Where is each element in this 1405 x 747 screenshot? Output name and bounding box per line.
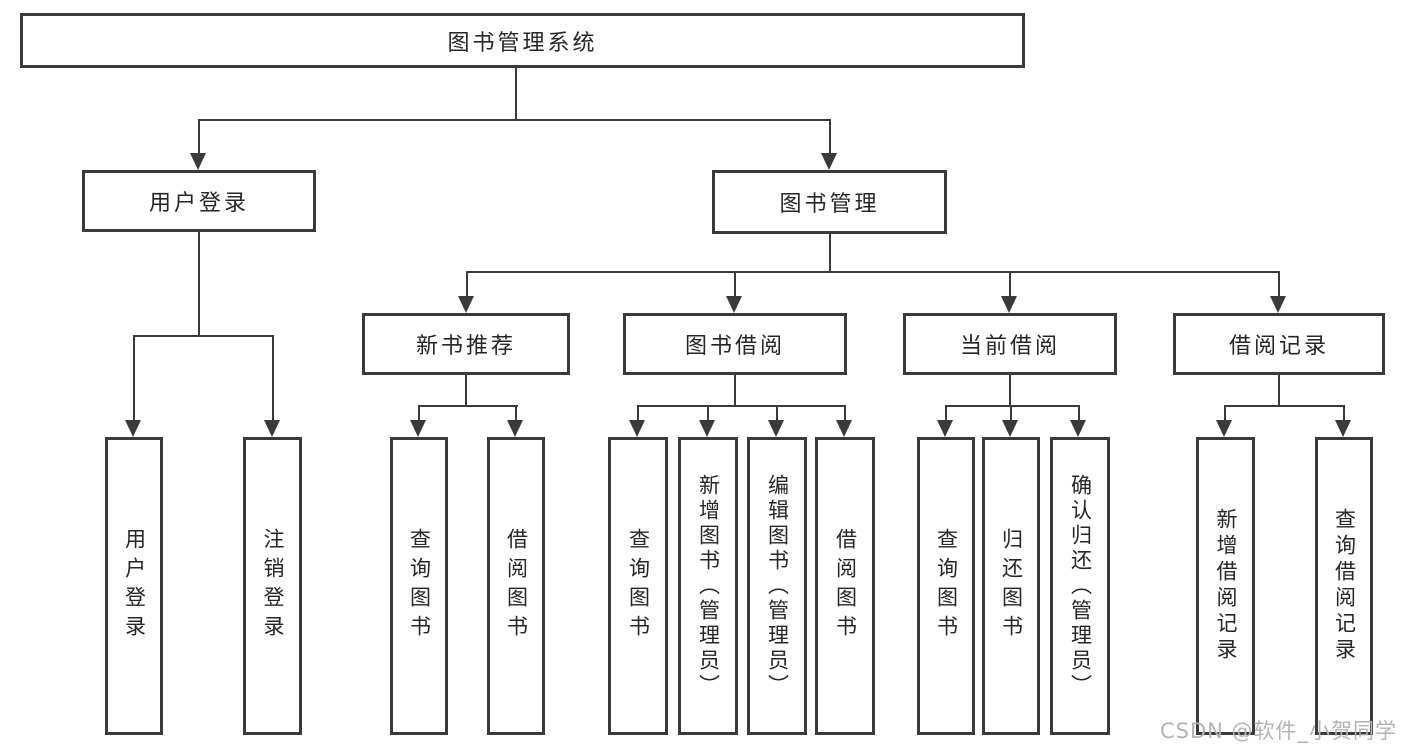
leaf-br-add-record: 新增借阅记录 <box>1196 437 1255 735</box>
connector-line <box>1010 405 1012 422</box>
connector-line <box>734 271 736 298</box>
arrow-down-icon <box>1070 420 1086 437</box>
leaf-bb-add-book-admin: 新增图书（管理员） <box>678 437 738 735</box>
connector-line <box>133 335 135 422</box>
arrow-down-icon <box>629 420 645 437</box>
leaf-nbr-borrow-book: 借阅图书 <box>487 437 545 735</box>
connector-line <box>945 405 947 422</box>
connector-line <box>1078 405 1080 422</box>
arrow-down-icon <box>1270 296 1286 313</box>
connector-line <box>734 375 736 407</box>
connector-line <box>1224 405 1226 422</box>
arrow-down-icon <box>937 420 953 437</box>
connector-line <box>776 405 778 422</box>
connector-line <box>466 271 468 298</box>
arrow-down-icon <box>726 296 742 313</box>
arrow-down-icon <box>768 420 784 437</box>
connector-line <box>198 119 831 121</box>
leaf-nbr-query-book: 查询图书 <box>390 437 448 735</box>
arrow-down-icon <box>1216 420 1232 437</box>
connector-line <box>515 68 517 120</box>
connector-line <box>1224 405 1344 407</box>
connector-line <box>1278 271 1280 298</box>
arrow-down-icon <box>410 420 426 437</box>
node-current-borrow: 当前借阅 <box>903 313 1117 375</box>
connector-line <box>844 405 846 422</box>
node-user-login: 用户登录 <box>82 170 316 232</box>
arrow-down-icon <box>699 420 715 437</box>
connector-line <box>466 271 1280 273</box>
leaf-cb-return-book: 归还图书 <box>982 437 1040 735</box>
leaf-br-query-record: 查询借阅记录 <box>1315 437 1373 735</box>
node-borrow-record: 借阅记录 <box>1173 313 1385 375</box>
arrow-down-icon <box>821 153 837 170</box>
connector-line <box>515 405 517 422</box>
connector-line <box>133 335 274 337</box>
connector-line <box>272 335 274 422</box>
connector-line <box>1343 405 1345 422</box>
connector-line <box>418 405 518 407</box>
arrow-down-icon <box>190 153 206 170</box>
connector-line <box>418 405 420 422</box>
connector-line <box>829 234 831 273</box>
leaf-logout: 注销登录 <box>243 437 302 735</box>
node-new-book-recommend: 新书推荐 <box>362 313 570 375</box>
connector-line <box>829 119 831 155</box>
arrow-down-icon <box>1335 420 1351 437</box>
connector-line <box>1009 271 1011 298</box>
connector-line <box>465 375 467 407</box>
arrow-down-icon <box>1001 296 1017 313</box>
connector-line <box>198 232 200 336</box>
connector-line <box>945 405 1080 407</box>
connector-line <box>637 405 639 422</box>
leaf-cb-query-book: 查询图书 <box>917 437 975 735</box>
arrow-down-icon <box>125 420 141 437</box>
node-book-borrow: 图书借阅 <box>623 313 847 375</box>
node-root: 图书管理系统 <box>20 13 1025 68</box>
leaf-cb-confirm-return-admin: 确认归还（管理员） <box>1050 437 1110 735</box>
connector-line <box>198 119 200 155</box>
connector-line <box>1278 375 1280 407</box>
leaf-bb-query-book: 查询图书 <box>608 437 668 735</box>
connector-line <box>637 405 846 407</box>
arrow-down-icon <box>264 420 280 437</box>
arrow-down-icon <box>458 296 474 313</box>
leaf-user-login: 用户登录 <box>105 437 163 735</box>
leaf-bb-edit-book-admin: 编辑图书（管理员） <box>747 437 807 735</box>
connector-line <box>1009 375 1011 407</box>
leaf-bb-borrow-book: 借阅图书 <box>815 437 875 735</box>
connector-line <box>707 405 709 422</box>
node-book-management: 图书管理 <box>712 170 947 234</box>
arrow-down-icon <box>507 420 523 437</box>
arrow-down-icon <box>1002 420 1018 437</box>
arrow-down-icon <box>836 420 852 437</box>
csdn-watermark: CSDN @软件_小贺同学 <box>1160 719 1398 743</box>
